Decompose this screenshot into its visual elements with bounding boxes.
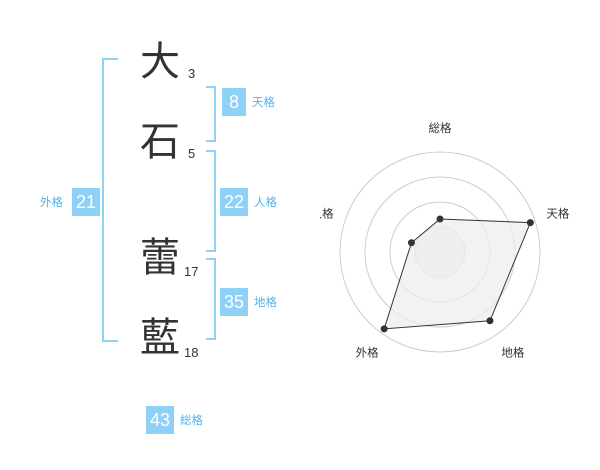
soukaku-label: 総格	[180, 413, 203, 427]
name-char-4: 藍	[140, 315, 180, 361]
name-char-1: 大	[140, 39, 180, 85]
gaikaku-bracket	[102, 58, 118, 342]
jinkaku-value: 22	[220, 188, 248, 216]
radar-axis-label: 総格	[429, 121, 452, 135]
radar-axis-label: 天格	[546, 207, 569, 221]
gaikaku-value: 21	[72, 188, 100, 216]
chikaku-bracket	[206, 258, 216, 340]
jinkaku-bracket	[206, 150, 216, 252]
name-char-3: 蕾	[140, 235, 180, 281]
jinkaku-label: 人格	[254, 195, 277, 209]
stroke-count-1: 3	[188, 66, 196, 81]
soukaku-value: 43	[146, 406, 174, 434]
chikaku-label: 地格	[254, 295, 277, 309]
radar-point-総格	[436, 215, 444, 223]
radar-series-polygon	[383, 218, 532, 330]
chikaku-value: 35	[220, 288, 248, 316]
gaikaku-label: 外格	[40, 195, 63, 209]
tenkaku-label: 天格	[252, 95, 275, 109]
radar-points	[380, 215, 534, 333]
tenkaku-bracket	[206, 86, 216, 142]
name-char-2: 石	[140, 119, 180, 165]
stroke-count-3: 17	[184, 264, 199, 279]
radar-point-天格	[526, 219, 534, 227]
radar-ring	[339, 151, 541, 353]
radar-axis-label: 外格	[356, 345, 379, 359]
radar-point-地格	[486, 317, 494, 325]
stroke-count-2: 5	[188, 146, 196, 161]
tenkaku-value: 8	[222, 88, 246, 116]
stroke-count-4: 18	[184, 345, 199, 360]
radar-point-外格	[380, 325, 388, 333]
radar-point-人格	[407, 239, 415, 247]
radar-axis-label: 地格	[501, 345, 524, 359]
radar-axis-label: 人格	[320, 207, 334, 221]
